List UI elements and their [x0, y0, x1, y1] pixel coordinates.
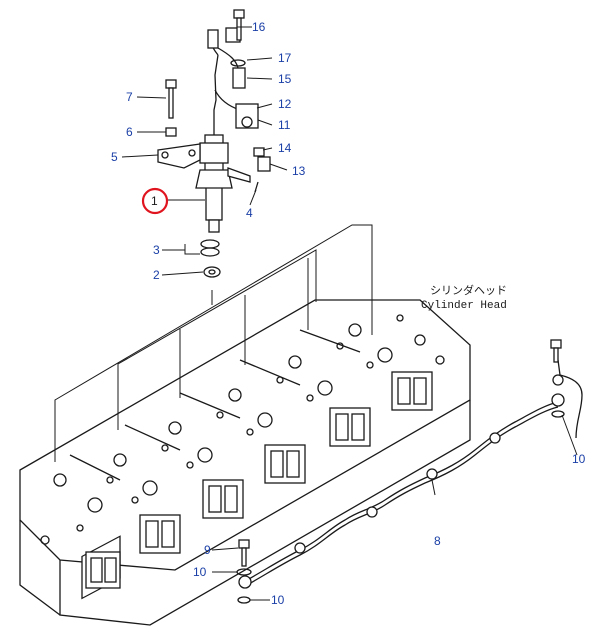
callout-4: 4: [246, 206, 253, 220]
callout-8: 8: [434, 534, 441, 548]
injector-assembly: [157, 9, 271, 278]
callout-17: 17: [278, 51, 292, 65]
caption-japanese: シリンダヘッド: [430, 283, 507, 298]
cylinder-head-block: [19, 299, 471, 626]
callout-12: 12: [278, 97, 292, 111]
callout-15: 15: [278, 72, 292, 86]
callout-10-bottom: 10: [271, 593, 285, 607]
callout-10-right: 10: [572, 452, 586, 466]
callout-11: 11: [278, 118, 291, 132]
callout-2: 2: [153, 268, 160, 282]
highlight-ring: [141, 187, 169, 215]
callout-1: 1: [151, 194, 158, 208]
callout-6: 6: [126, 125, 133, 139]
fuel-pipe: [236, 339, 583, 604]
callout-9: 9: [204, 543, 211, 557]
callout-7: 7: [126, 90, 133, 104]
callout-14: 14: [278, 141, 292, 155]
callout-3: 3: [153, 243, 160, 257]
cylinder-leader-lines: [54, 224, 373, 462]
callout-leaders: [121, 26, 578, 601]
callout-10-mid: 10: [193, 565, 207, 579]
callout-16: 16: [252, 20, 266, 34]
callout-13: 13: [292, 164, 306, 178]
caption-english: Cylinder Head: [421, 300, 507, 312]
callout-5: 5: [111, 150, 118, 164]
